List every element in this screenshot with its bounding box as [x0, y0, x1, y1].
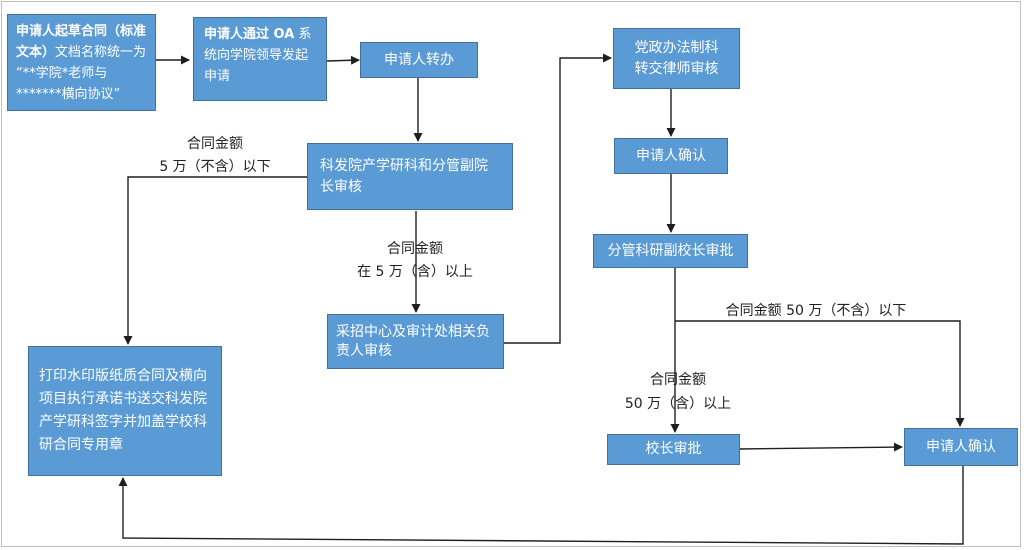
node-oa-application: 申请人通过 OA 系统向学院领导发起申请 [193, 17, 327, 101]
node-transfer: 申请人转办 [360, 42, 478, 78]
node-oa-bold: 申请人通过 OA [204, 27, 295, 42]
node-vice-president-approval: 分管科研副校长审批 [593, 234, 748, 268]
node-procurement-audit: 采招中心及审计处相关负责人审核 [327, 314, 504, 369]
node-draft-contract: 申请人起草合同（标准文本）文档名称统一为 “**学院*老师与*******横向协… [7, 14, 156, 111]
arrow-oa-to-transfer [326, 55, 360, 65]
label-under-5w: 合同金额 5 万（不含）以下 [159, 136, 271, 175]
arrow-procurement-to-legal [504, 53, 612, 344]
arrow-president-to-confirm2 [739, 442, 903, 452]
arrow-review-to-print [123, 176, 307, 345]
node-applicant-confirm-2: 申请人确认 [904, 428, 1018, 466]
node-legal-review: 党政办法制科转交律师审核 [613, 28, 740, 89]
node-applicant-confirm-1: 申请人确认 [614, 138, 728, 174]
arrow-vice-to-confirm2 [675, 320, 965, 427]
node-print-contract: 打印水印版纸质合同及横向项目执行承诺书送交科发院产学研科签字并加盖学校科研合同专… [28, 346, 222, 476]
label-over-50w: 合同金额 50 万（含）以上 [624, 372, 732, 412]
node-draft-bold: 申请人起草合同（标准文本） [16, 24, 147, 60]
node-oa-normal: 系统向学院领导发起申请 [204, 27, 312, 84]
label-over-5w: 合同金额 在 5 万（含）以上 [357, 241, 473, 280]
node-president-approval: 校长审批 [607, 434, 740, 465]
arrow-confirm2-to-print [118, 466, 964, 545]
node-draft-normal: 文档名称统一为 “**学院*老师与*******横向协议” [16, 45, 147, 102]
label-under-50w: 合同金额 50 万（不含）以下 [725, 303, 907, 319]
node-research-review: 科发院产学研科和分管副院长审核 [307, 143, 513, 210]
